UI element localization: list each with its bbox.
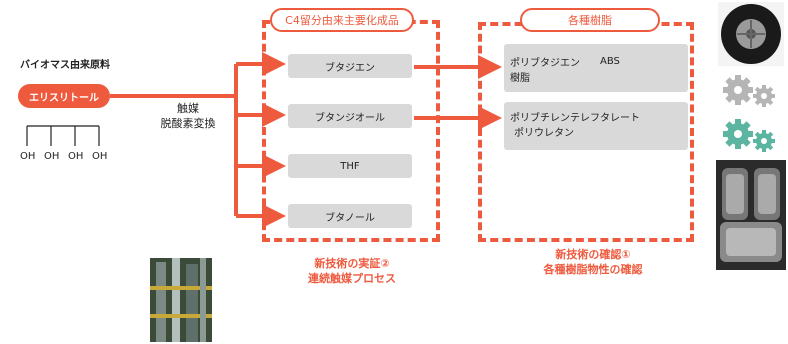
products-title-pill: C4留分由来主要化成品 [270,8,414,32]
resins-caption-line-1: 新技術の確認① [555,248,631,261]
gear-icon-teal [723,119,775,152]
process-line-2: 脱酸素変換 [160,117,216,130]
gear-icon [723,75,775,107]
resin-abs-label: ABS [600,56,620,67]
biomass-heading: バイオマス由来原料 [20,60,110,71]
product-box-butanediol: ブタンジオール [288,104,412,128]
resin-label: 樹脂 [510,73,530,84]
products-caption-line-1: 新技術の実証② [314,257,390,270]
resins-title: 各種樹脂 [568,14,612,27]
resin-label: ポリブチレンテレフタレート [510,113,640,124]
product-box-butanol: ブタノール [288,204,412,228]
process-line-1: 触媒 [177,102,199,115]
resin-label: ポリウレタン [514,128,574,139]
oh-label: OH [44,151,60,162]
products-caption-line-2: 連続触媒プロセス [308,272,396,285]
resins-title-pill: 各種樹脂 [520,8,660,32]
product-label: ブタジエン [325,62,375,74]
product-box-thf: THF [288,154,412,178]
resin-box-polybutadiene: ポリブタジエン ABS 樹脂 [504,44,688,92]
erythritol-pill: エリスリトール [18,84,110,108]
products-caption: 新技術の実証② 連続触媒プロセス [292,256,412,286]
molecule-skeleton [26,125,100,146]
car-seat-photo [716,160,786,270]
erythritol-label: エリスリトール [29,92,99,104]
oh-label: OH [68,151,84,162]
oh-label: OH [92,151,108,162]
product-label: ブタノール [325,212,375,224]
oh-label: OH [20,151,36,162]
products-title: C4留分由来主要化成品 [285,14,399,27]
product-label: ブタンジオール [315,112,385,124]
tire-photo [718,2,784,66]
resins-caption-line-2: 各種樹脂物性の確認 [543,263,643,276]
resins-caption: 新技術の確認① 各種樹脂物性の確認 [528,247,658,277]
product-label: THF [340,160,360,172]
resin-label: ポリブタジエン [510,58,580,69]
plant-photo [150,258,212,342]
process-label: 触媒 脱酸素変換 [148,101,228,131]
resin-box-pbt: ポリブチレンテレフタレート ポリウレタン [504,102,688,150]
product-box-butadiene: ブタジエン [288,54,412,78]
